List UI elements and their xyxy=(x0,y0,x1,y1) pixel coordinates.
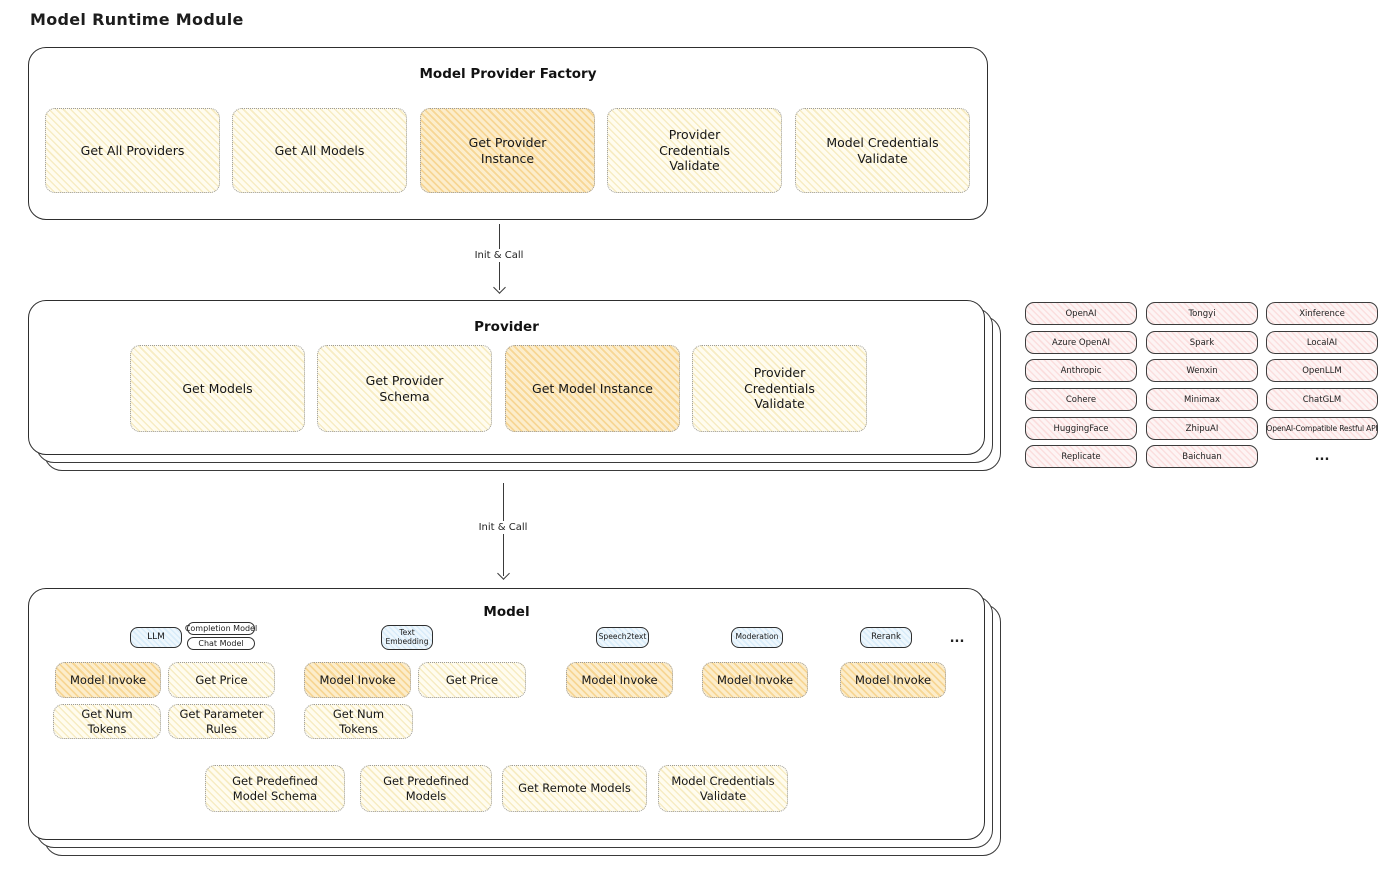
model-type-tag-moderation: Moderation xyxy=(731,627,783,648)
provider-title: Provider xyxy=(474,319,539,335)
provider-chip-openllm: OpenLLM xyxy=(1266,359,1378,382)
model-item-get-predefined-model-schema: Get Predefined Model Schema xyxy=(205,765,345,812)
model-type-tag-text-embedding: Text Embedding xyxy=(381,625,433,650)
provider-chip-azure-openai: Azure OpenAI xyxy=(1025,331,1137,354)
factory-title: Model Provider Factory xyxy=(419,66,597,82)
providers-more-ellipsis: ... xyxy=(1314,449,1330,464)
model-item-model-credentials-validate: Model Credentials Validate xyxy=(658,765,788,812)
provider-item-provider-credentials-validate: Provider Credentials Validate xyxy=(692,345,867,432)
provider-chip-cohere: Cohere xyxy=(1025,388,1137,411)
model-title: Model xyxy=(483,604,530,620)
model-types-more-ellipsis: ... xyxy=(949,631,965,646)
factory-item-provider-credentials-validate: Provider Credentials Validate xyxy=(607,108,782,193)
provider-chip-wenxin: Wenxin xyxy=(1146,359,1258,382)
model-item-llm-model-invoke: Model Invoke xyxy=(55,662,161,698)
provider-chip-baichuan: Baichuan xyxy=(1146,445,1258,468)
provider-chip-openai-compatible: OpenAI-Compatible Restful API xyxy=(1266,417,1378,440)
arrow-label-init-call-2: Init & Call xyxy=(458,521,548,534)
model-type-tag-rerank: Rerank xyxy=(860,627,912,648)
model-item-llm-get-parameter-rules: Get Parameter Rules xyxy=(168,704,275,739)
model-item-te-model-invoke: Model Invoke xyxy=(304,662,411,698)
page-title: Model Runtime Module xyxy=(30,10,244,29)
model-item-llm-get-price: Get Price xyxy=(168,662,275,698)
model-type-tag-llm: LLM xyxy=(130,627,182,648)
model-item-get-predefined-models: Get Predefined Models xyxy=(360,765,492,812)
factory-item-get-provider-instance: Get Provider Instance xyxy=(420,108,595,193)
model-item-rerank-model-invoke: Model Invoke xyxy=(840,662,946,698)
provider-chip-replicate: Replicate xyxy=(1025,445,1137,468)
provider-chip-tongyi: Tongyi xyxy=(1146,302,1258,325)
arrow-head-down-icon-1 xyxy=(493,281,506,294)
factory-item-get-all-providers: Get All Providers xyxy=(45,108,220,193)
model-item-llm-get-num-tokens: Get Num Tokens xyxy=(53,704,161,739)
provider-chip-xinference: Xinference xyxy=(1266,302,1378,325)
provider-item-get-models: Get Models xyxy=(130,345,305,432)
model-item-get-remote-models: Get Remote Models xyxy=(502,765,647,812)
provider-item-get-provider-schema: Get Provider Schema xyxy=(317,345,492,432)
factory-item-get-all-models: Get All Models xyxy=(232,108,407,193)
model-subtype-tag-chat-model: Chat Model xyxy=(187,637,255,650)
model-item-te-get-num-tokens: Get Num Tokens xyxy=(304,704,413,739)
provider-chip-minimax: Minimax xyxy=(1146,388,1258,411)
model-item-speech2text-model-invoke: Model Invoke xyxy=(566,662,673,698)
provider-chip-huggingface: HuggingFace xyxy=(1025,417,1137,440)
provider-chip-openai: OpenAI xyxy=(1025,302,1137,325)
arrow-head-down-icon-2 xyxy=(497,567,510,580)
model-subtype-tag-completion-model: Completion Model xyxy=(184,622,258,635)
model-item-te-get-price: Get Price xyxy=(418,662,526,698)
provider-item-get-model-instance: Get Model Instance xyxy=(505,345,680,432)
provider-chip-anthropic: Anthropic xyxy=(1025,359,1137,382)
provider-chip-localai: LocalAI xyxy=(1266,331,1378,354)
provider-chip-chatglm: ChatGLM xyxy=(1266,388,1378,411)
provider-chip-spark: Spark xyxy=(1146,331,1258,354)
model-type-tag-speech2text: Speech2text xyxy=(596,627,649,648)
provider-chip-zhipuai: ZhipuAI xyxy=(1146,417,1258,440)
model-item-moderation-model-invoke: Model Invoke xyxy=(702,662,808,698)
arrow-label-init-call-1: Init & Call xyxy=(454,249,544,262)
factory-item-model-credentials-validate: Model Credentials Validate xyxy=(795,108,970,193)
